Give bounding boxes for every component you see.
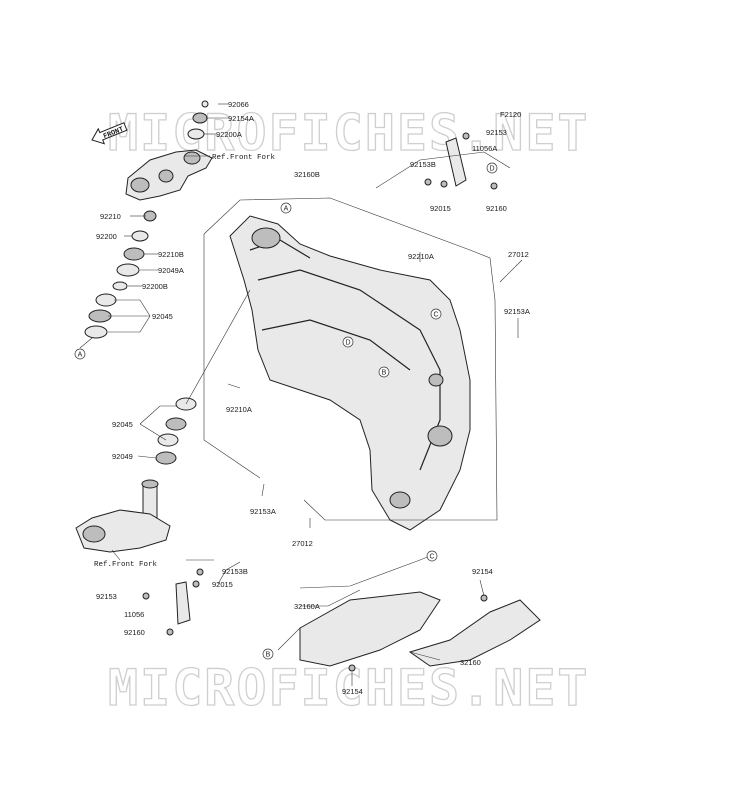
ref-front-fork-bottom: Ref.Front Fork xyxy=(94,561,158,569)
svg-text:B: B xyxy=(266,652,271,659)
lower-triple-clamp xyxy=(75,479,171,553)
ref-front-fork-top: Ref.Front Fork xyxy=(212,154,276,162)
lower-left-bracket xyxy=(142,568,204,636)
label-92154-br: 92154 xyxy=(472,567,493,576)
label-92154-bottom: 92154 xyxy=(342,687,363,696)
label-11056A: 11056A xyxy=(472,144,497,153)
label-92049A: 92049A xyxy=(158,266,184,275)
label-92210B: 92210B xyxy=(158,250,184,259)
svg-text:B: B xyxy=(382,370,387,377)
svg-text:A: A xyxy=(284,206,289,213)
stem-top-parts xyxy=(84,100,209,339)
callout-A-left: A xyxy=(74,348,86,360)
svg-text:C: C xyxy=(433,312,438,319)
sub-frame xyxy=(299,591,541,672)
label-92210: 92210 xyxy=(100,212,121,221)
svg-text:D: D xyxy=(489,166,494,173)
label-32160B: 32160B xyxy=(294,170,320,179)
label-92200A: 92200A xyxy=(216,130,242,139)
label-92154A: 92154A xyxy=(228,114,254,123)
watermark-bottom: MICROFICHES.NET xyxy=(108,659,590,717)
lower-bearing-parts xyxy=(155,397,197,465)
callout-D-top: D xyxy=(486,162,498,174)
main-frame xyxy=(229,215,471,531)
leader-lines xyxy=(79,103,523,686)
label-92160-bl: 92160 xyxy=(124,628,145,637)
svg-text:D: D xyxy=(345,340,350,347)
label-92015-tr: 92015 xyxy=(430,204,451,213)
label-92066: 92066 xyxy=(228,100,249,109)
callout-A-top: A xyxy=(280,202,292,214)
label-32160: 32160 xyxy=(460,658,481,667)
label-32160A: 32160A xyxy=(294,602,320,611)
label-92153-tr: 92153 xyxy=(486,128,507,137)
label-27012-top: 27012 xyxy=(508,250,529,259)
label-11056: 11056 xyxy=(124,610,144,619)
label-92153B-tr: 92153B xyxy=(410,160,436,169)
label-92210A-top: 92210A xyxy=(408,252,434,261)
callout-C-frame: C xyxy=(430,308,442,320)
upper-triple-clamp xyxy=(125,149,213,201)
label-92160-tr: 92160 xyxy=(486,204,507,213)
diagram-code: F2120 xyxy=(500,110,521,119)
label-92153A-right: 92153A xyxy=(504,307,530,316)
label-92210A-mid: 92210A xyxy=(226,405,252,414)
label-27012-low: 27012 xyxy=(292,539,313,548)
label-92045-top: 92045 xyxy=(152,312,173,321)
label-92200B: 92200B xyxy=(142,282,168,291)
label-92153A-low: 92153A xyxy=(250,507,276,516)
label-92200: 92200 xyxy=(96,232,117,241)
label-92153B-bl: 92153B xyxy=(222,567,248,576)
label-92049: 92049 xyxy=(112,452,133,461)
svg-text:A: A xyxy=(78,352,83,359)
svg-text:C: C xyxy=(429,554,434,561)
callout-C-bottom: C xyxy=(426,550,438,562)
label-92045-mid: 92045 xyxy=(112,420,133,429)
upper-bracket xyxy=(424,132,498,190)
label-92153-bl: 92153 xyxy=(96,592,117,601)
callout-B-bottom: B xyxy=(262,648,274,660)
label-92015-bl: 92015 xyxy=(212,580,233,589)
callout-B-frame: B xyxy=(378,366,390,378)
callout-D-frame: D xyxy=(342,336,354,348)
